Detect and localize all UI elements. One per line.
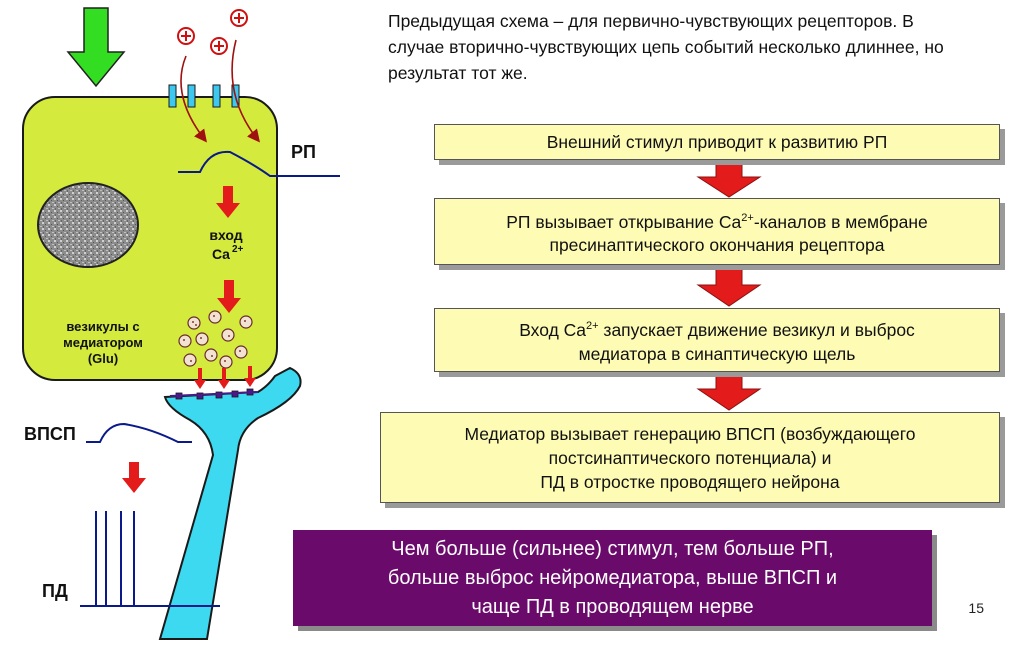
flow-step-4-line2: постсинаптического потенциала) и xyxy=(548,447,832,468)
conclusion-box: Чем больше (сильнее) стимул, тем больше … xyxy=(293,530,932,626)
release-arrows xyxy=(194,366,256,389)
vpsp-trace xyxy=(86,422,192,443)
intro-text: Предыдущая схема – для первично-чувствую… xyxy=(388,11,944,83)
vesicle-label-1: везикулы с xyxy=(66,319,139,334)
red-arrow-icon xyxy=(217,280,241,313)
vesicles xyxy=(178,310,253,369)
rp-trace xyxy=(178,150,340,177)
label-vpsp: ВПСП xyxy=(24,424,76,444)
flow-box-3: Вход Ca2+ запускает движение везикул и в… xyxy=(434,308,1000,372)
flow-step-2-a: РП вызывает открывание Ca xyxy=(506,211,742,232)
pd-trace xyxy=(80,511,220,607)
vesicle-label-3: (Glu) xyxy=(88,351,118,366)
label-entry: вход xyxy=(209,227,242,243)
flow-step-2-b: -каналов в мембране пресинаптического ок… xyxy=(549,211,928,256)
flow-box-2: РП вызывает открывание Ca2+-каналов в ме… xyxy=(434,198,1000,265)
flow-step-3-b: запускает движение везикул и выброс меди… xyxy=(578,319,915,364)
label-rp: РП xyxy=(291,142,316,162)
flow-box-1: Внешний стимул приводит к развитию РП xyxy=(434,124,1000,160)
receptor-cell xyxy=(22,96,278,381)
flow-step-1: Внешний стимул приводит к развитию РП xyxy=(546,132,888,152)
label-pd: ПД xyxy=(42,581,68,601)
label-entry-sup: 2+ xyxy=(232,244,244,255)
postsynaptic-neuron xyxy=(158,366,302,640)
flow-step-2: РП вызывает открывание Ca2+-каналов в ме… xyxy=(457,206,977,258)
ion-flow-arrows xyxy=(180,39,260,143)
ion-plus-icon xyxy=(177,9,248,55)
flow-step-3-a: Вход Ca xyxy=(519,319,587,340)
red-arrow-icon xyxy=(216,186,240,218)
flow-step-2-sup: 2+ xyxy=(741,211,754,224)
vesicle-label-2: медиатором xyxy=(63,335,143,350)
flow-step-3: Вход Ca2+ запускает движение везикул и в… xyxy=(477,314,957,366)
conclusion-line-2: больше выброс нейромедиатора, выше ВПСП … xyxy=(387,566,838,589)
label-entry-ca: Ca xyxy=(212,246,230,262)
conclusion-line-3: чаще ПД в проводящем нерве xyxy=(471,595,754,618)
flow-arrow-icon xyxy=(696,159,762,411)
flow-step-4-line3: ПД в отростке проводящего нейрона xyxy=(540,471,840,492)
conclusion-line-1: Чем больше (сильнее) стимул, тем больше … xyxy=(391,537,834,560)
flow-box-4: Медиатор вызывает генерацию ВПСП (возбуж… xyxy=(380,412,1000,503)
nucleus xyxy=(37,182,139,268)
flow-step-4-line1: Медиатор вызывает генерацию ВПСП (возбуж… xyxy=(464,423,916,444)
red-arrow-icon xyxy=(122,462,146,493)
page-number: 15 xyxy=(968,600,984,616)
stimulus-arrow xyxy=(66,7,126,88)
flow-step-4: Медиатор вызывает генерацию ВПСП (возбуж… xyxy=(465,422,916,494)
flow-step-3-sup: 2+ xyxy=(586,320,599,333)
